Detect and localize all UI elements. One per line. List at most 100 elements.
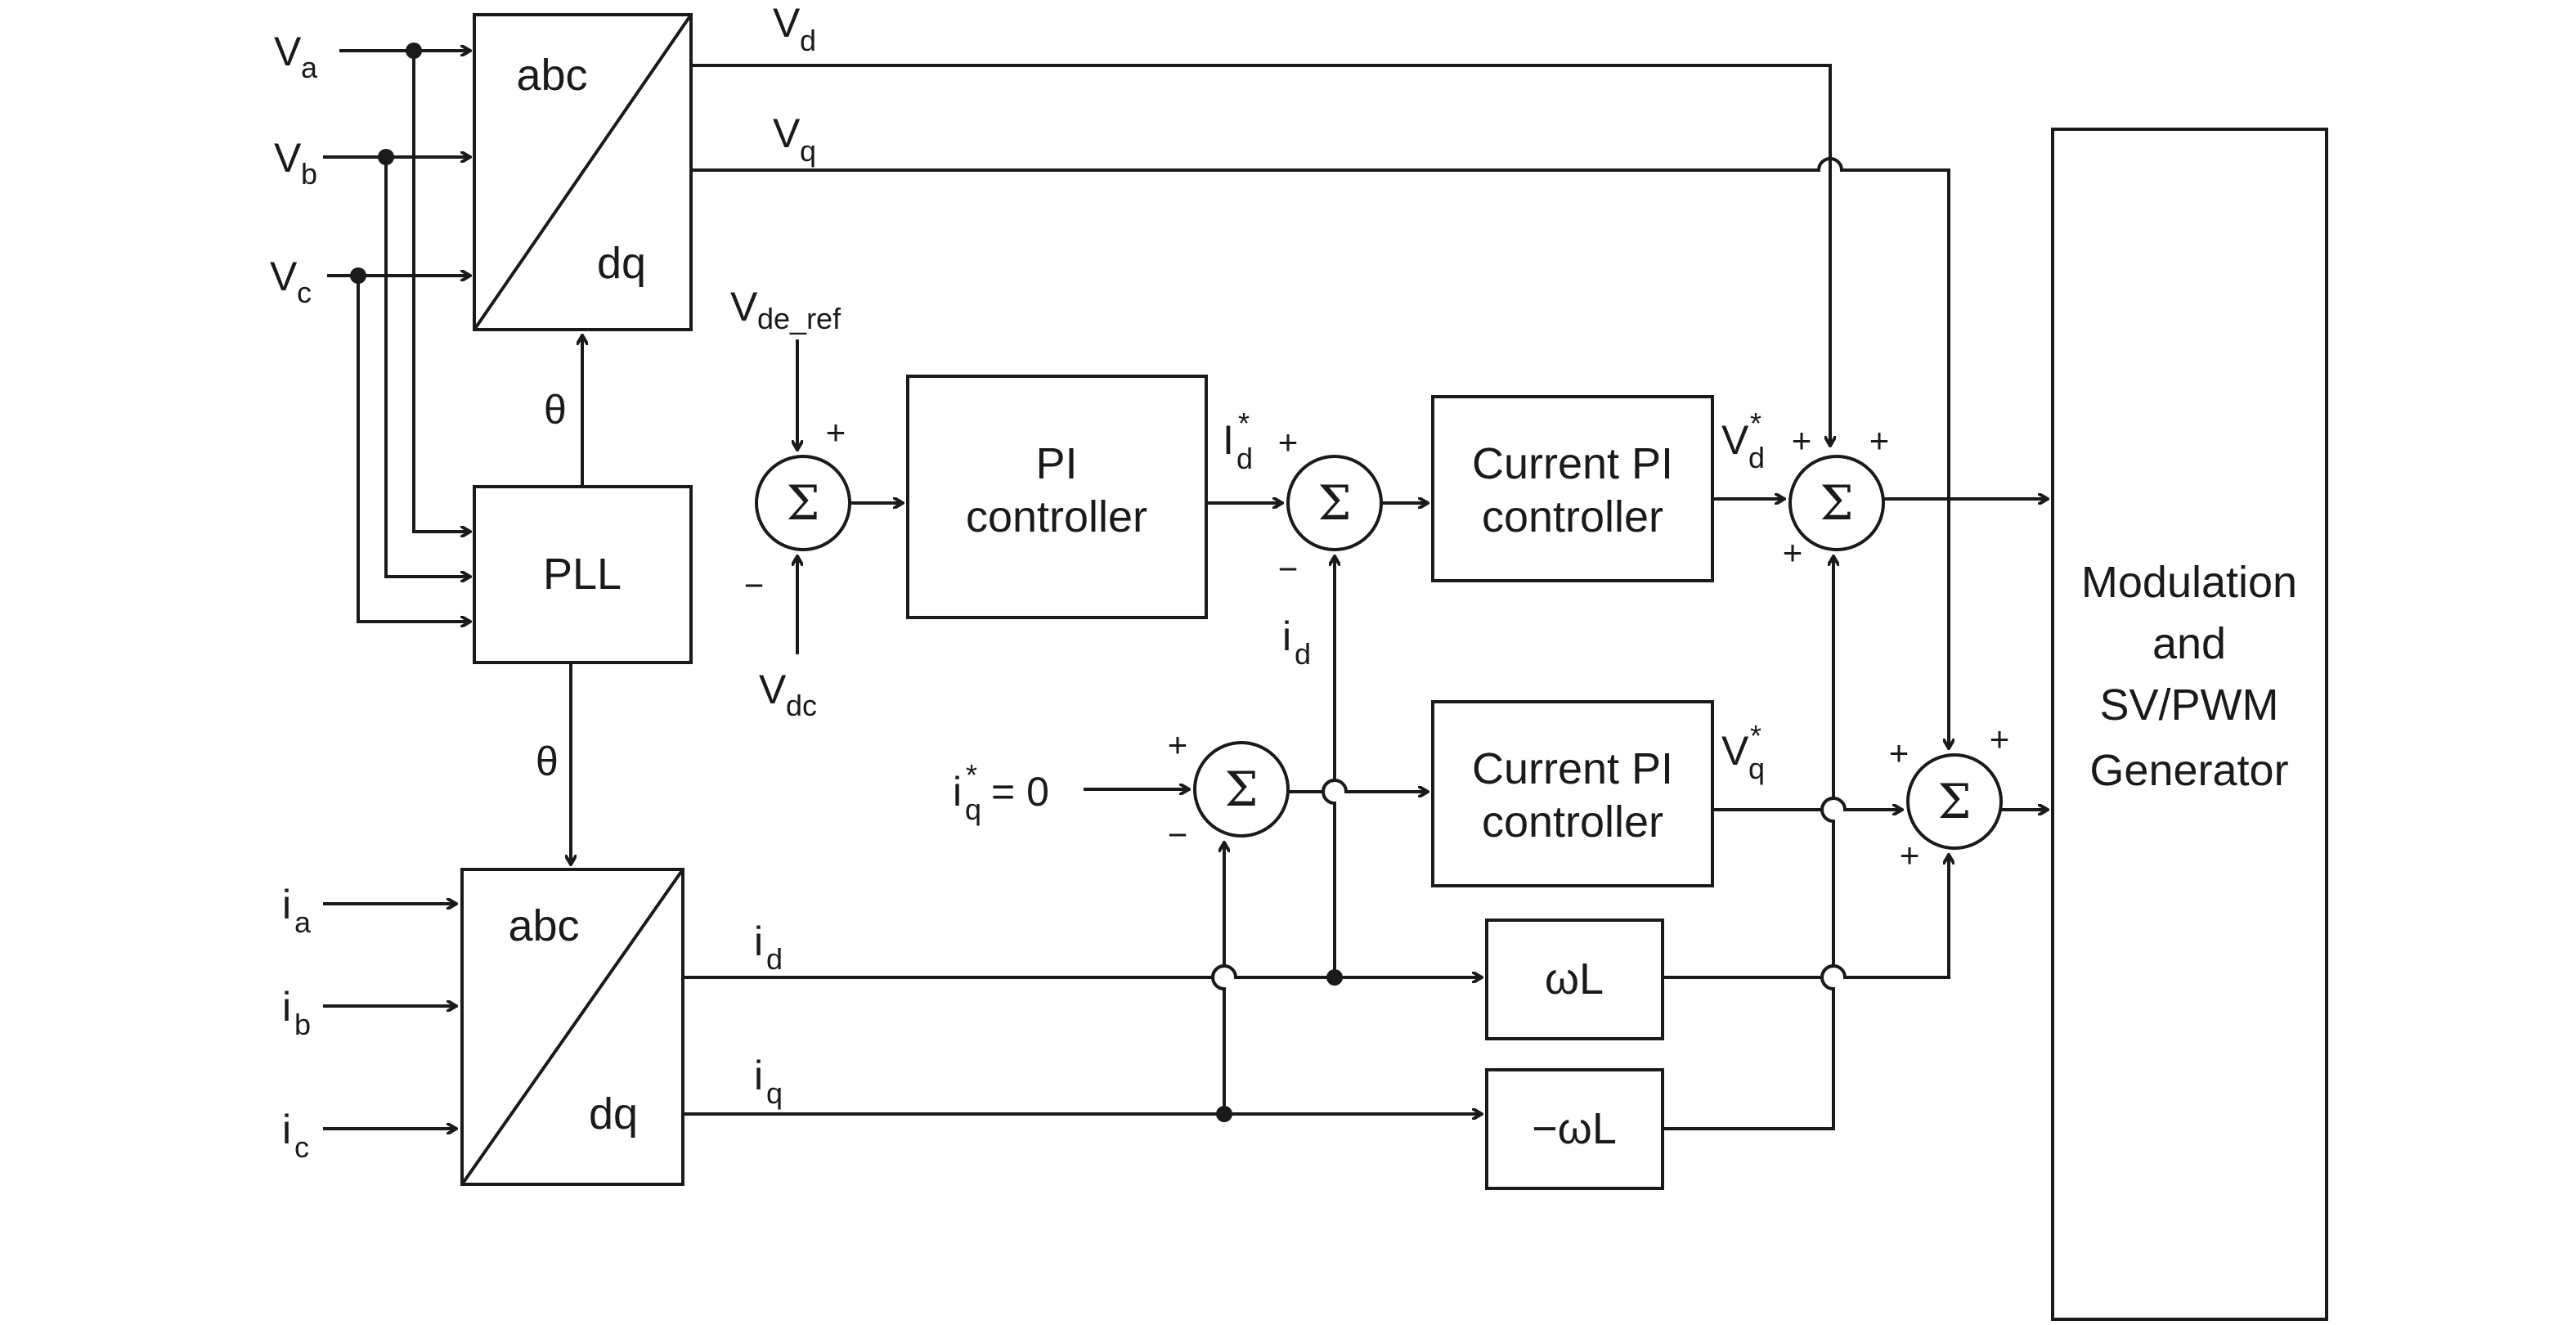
svg-text:i: i: [1282, 613, 1291, 659]
modulation-line1: Modulation: [2081, 558, 2297, 607]
current-pi-q-line2: controller: [1482, 797, 1663, 847]
svg-text:= 0: = 0: [991, 769, 1049, 815]
sign-minus: −: [1168, 815, 1188, 854]
svg-text:c: c: [294, 1130, 309, 1164]
pi-label-line2: controller: [966, 492, 1147, 541]
signal-label-vdc-ref: V de_ref: [730, 284, 841, 335]
signal-label-vd: V d: [773, 0, 816, 57]
sign-plus-left: +: [1889, 734, 1910, 772]
dq-label: dq: [597, 239, 646, 288]
svg-text:b: b: [294, 1008, 311, 1041]
svg-text:*: *: [1750, 406, 1761, 440]
sign-plus-left: +: [1792, 421, 1812, 460]
dq-label: dq: [589, 1089, 638, 1139]
svg-text:*: *: [1238, 406, 1250, 440]
svg-text:i: i: [282, 1107, 291, 1152]
svg-text:i: i: [953, 769, 962, 815]
current-pi-d-line1: Current PI: [1472, 439, 1673, 488]
modulation-line4: Generator: [2089, 746, 2288, 795]
summer-vq: Σ + + +: [1889, 720, 2010, 874]
svg-text:V: V: [773, 0, 801, 46]
svg-text:i: i: [754, 1053, 763, 1098]
svg-text:i: i: [282, 984, 291, 1030]
svg-text:V: V: [274, 135, 302, 181]
svg-text:I: I: [1223, 417, 1234, 463]
id-feedback-wire: [1322, 556, 1335, 977]
svg-text:V: V: [1721, 728, 1749, 774]
sign-plus-right: +: [1869, 421, 1890, 460]
pll-block: PLL: [473, 485, 693, 664]
neg-omega-l-output-wire: [1663, 556, 1833, 1130]
svg-text:V: V: [730, 284, 758, 330]
abc-dq-voltage-block: abc dq: [473, 13, 693, 331]
id-output-wire: [683, 964, 1482, 977]
signal-label-vd-ref: V * d: [1721, 406, 1765, 474]
signal-label-ic: i c: [282, 1107, 309, 1164]
current-pi-q-block: Current PI controller: [1431, 700, 1714, 887]
signal-label-va: V a: [274, 29, 318, 84]
svg-text:b: b: [301, 157, 317, 191]
signal-label-ib: i b: [282, 984, 311, 1041]
svg-text:*: *: [966, 758, 977, 792]
signal-label-vq-ref: V * q: [1721, 719, 1765, 785]
pi-controller-block: PI controller: [906, 375, 1208, 619]
signal-label-id-ref: I * d: [1223, 406, 1253, 475]
abc-label: abc: [508, 901, 579, 950]
signal-label-vc: V c: [270, 254, 312, 309]
svg-text:i: i: [282, 882, 291, 928]
svg-text:q: q: [800, 134, 816, 168]
svg-text:V: V: [759, 667, 787, 712]
sign-plus: +: [1168, 725, 1188, 764]
summer-vdc: Σ + −: [744, 413, 851, 604]
svg-text:q: q: [1748, 752, 1765, 785]
signal-label-vb: V b: [274, 135, 317, 191]
signal-label-vdc: V dc: [759, 667, 817, 722]
svg-text:d: d: [1295, 637, 1311, 671]
current-input-wires: [323, 904, 456, 1129]
id-junction-dot: [1326, 969, 1343, 986]
svg-text:*: *: [1750, 719, 1761, 752]
modulation-line3: SV/PWM: [2099, 680, 2278, 730]
svg-text:d: d: [766, 942, 783, 976]
signal-label-iq-ref: i * q = 0: [953, 758, 1049, 826]
signal-label-id-out: i d: [754, 919, 783, 976]
svg-text:V: V: [773, 110, 801, 156]
svg-text:V: V: [270, 254, 298, 299]
neg-omega-l-block: −ωL: [1485, 1068, 1664, 1190]
svg-text:V: V: [1721, 417, 1749, 463]
svg-text:i: i: [754, 919, 763, 964]
current-pi-q-line1: Current PI: [1472, 744, 1673, 793]
iq-sum-to-current-pi-wire: [1288, 779, 1428, 792]
sign-plus-bottom: +: [1783, 533, 1803, 572]
modulation-block: Modulation and SV/PWM Generator: [2051, 128, 2328, 1321]
voltage-input-wires: [323, 43, 470, 622]
svg-text:d: d: [1236, 442, 1253, 475]
sigma-symbol: Σ: [786, 475, 819, 531]
summer-id: Σ + −: [1278, 423, 1383, 588]
svg-text:q: q: [766, 1076, 783, 1110]
omega-l-label: ωL: [1545, 954, 1604, 1004]
svg-text:d: d: [1748, 441, 1765, 474]
current-pi-q-to-vq-sum-wire: [1712, 797, 1902, 810]
neg-omega-l-label: −ωL: [1532, 1104, 1617, 1153]
vq-wire: [691, 157, 1949, 748]
sign-plus: +: [826, 413, 846, 451]
omega-l-block: ωL: [1485, 919, 1664, 1040]
current-pi-d-line2: controller: [1482, 492, 1663, 541]
sign-plus: +: [1278, 423, 1299, 461]
sign-minus: −: [744, 566, 765, 604]
theta-wires: [571, 335, 582, 865]
signal-label-theta-bottom: θ: [536, 739, 559, 784]
vd-wire: [691, 64, 1830, 446]
svg-text:dc: dc: [786, 689, 817, 722]
signal-label-id-feedback: i d: [1282, 613, 1311, 671]
modulation-line2: and: [2152, 619, 2226, 668]
svg-text:a: a: [294, 905, 312, 939]
sigma-symbol: Σ: [1224, 761, 1258, 817]
svg-text:a: a: [301, 51, 318, 84]
svg-text:V: V: [274, 29, 302, 74]
signal-label-ia: i a: [282, 882, 312, 939]
summer-vd: Σ + + +: [1783, 421, 1890, 572]
sign-minus: −: [1278, 550, 1299, 588]
